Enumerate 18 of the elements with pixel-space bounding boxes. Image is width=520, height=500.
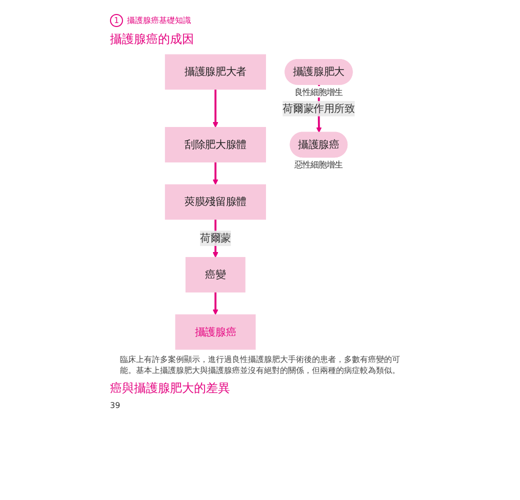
node-caption: 惡性細胞增生: [294, 160, 343, 170]
note-paragraph: 臨床上有許多案例顯示，進行過良性攝護腺肥大手術後的患者，多數有癌變的可能。基本上攝護腺肥大與攝護腺癌並沒有絕對的關係，但兩種的病症較為類似。: [120, 354, 401, 376]
arrow: [212, 162, 218, 185]
edge-label: 荷爾蒙作用所致: [282, 102, 355, 114]
arrow: [212, 89, 218, 128]
edge-label: 荷爾蒙: [200, 232, 231, 244]
arrow: [212, 292, 218, 315]
node-box: 攝護腺肥大者: [164, 54, 266, 90]
node-box: 莢膜殘留腺體: [164, 184, 266, 220]
node-box: 攝護腺癌: [175, 314, 256, 350]
node-box: 癌變: [186, 257, 246, 292]
running-header: 攝護腺癌基礎知識: [127, 16, 191, 25]
page-number: 39: [110, 401, 122, 410]
chapter-number: 1: [110, 14, 123, 27]
section-heading: 癌與攝護腺肥大的差異: [110, 380, 231, 398]
section-heading: 攝護腺癌的成因: [110, 31, 195, 48]
node-caption: 良性細胞增生: [294, 86, 343, 97]
node-box: 刮除肥大腺體: [164, 127, 266, 162]
